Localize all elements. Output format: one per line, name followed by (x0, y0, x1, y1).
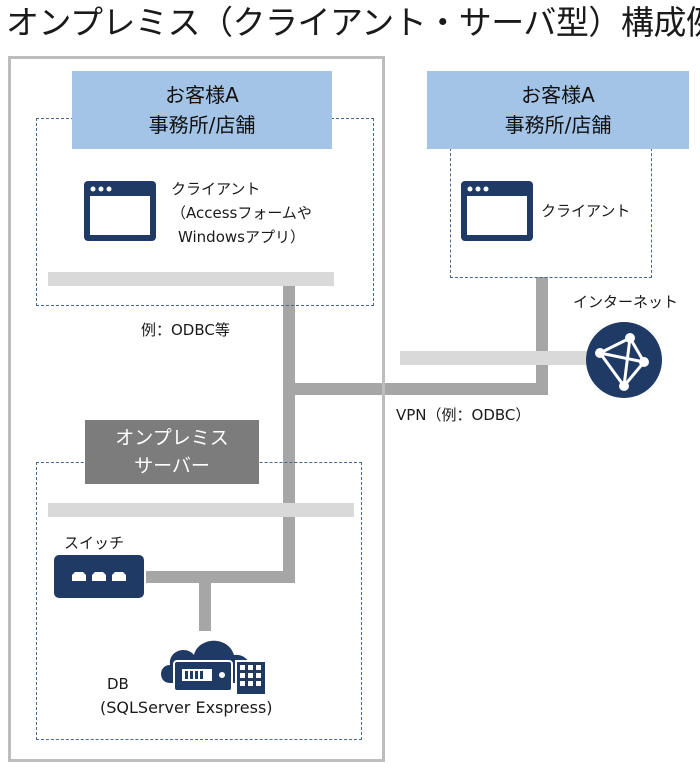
lan-bar-left-office (48, 272, 334, 286)
lan-bar-server (48, 503, 354, 517)
server-label-line1: オンプレミス (115, 427, 229, 449)
cable-db-vertical (199, 571, 211, 631)
cable-switch-horizontal (146, 571, 295, 583)
db-detail-label: (SQLServer Exspress) (100, 698, 273, 717)
client-label-left: クライアント (171, 180, 261, 198)
db-label: DB (107, 675, 129, 693)
customer-office-left-label: お客様A 事務所/店舗 (72, 71, 332, 149)
page-title: オンプレミス（クライアント・サーバ型）構成例 (6, 3, 700, 42)
cable-right-vertical (536, 277, 548, 395)
internet-globe-icon (586, 322, 662, 398)
server-label-box: オンプレミス サーバー (85, 420, 259, 484)
office-type-left: 事務所/店舗 (148, 113, 256, 137)
internet-bar (400, 351, 592, 365)
client-detail-left-1: （Accessフォームや (171, 204, 312, 222)
switch-label: スイッチ (64, 534, 125, 552)
client-window-icon (84, 181, 156, 241)
client-window-icon-right (461, 181, 533, 241)
vpn-label: VPN（例：ODBC） (396, 406, 531, 424)
internet-label: インターネット (573, 293, 679, 311)
connection-example-label: 例：ODBC等 (141, 321, 230, 339)
cable-vpn-horizontal (283, 383, 548, 395)
customer-name-left: お客様A (165, 83, 239, 107)
server-label-line2: サーバー (134, 455, 210, 477)
switch-icon (54, 555, 144, 598)
onpremise-frame (8, 56, 385, 762)
client-detail-left-2: Windowsアプリ） (178, 228, 305, 246)
office-type-right: 事務所/店舗 (504, 113, 612, 137)
client-label-right: クライアント (541, 202, 631, 220)
database-server-icon (161, 640, 267, 696)
customer-office-right-label: お客様A 事務所/店舗 (427, 71, 689, 149)
customer-name-right: お客様A (521, 83, 595, 107)
